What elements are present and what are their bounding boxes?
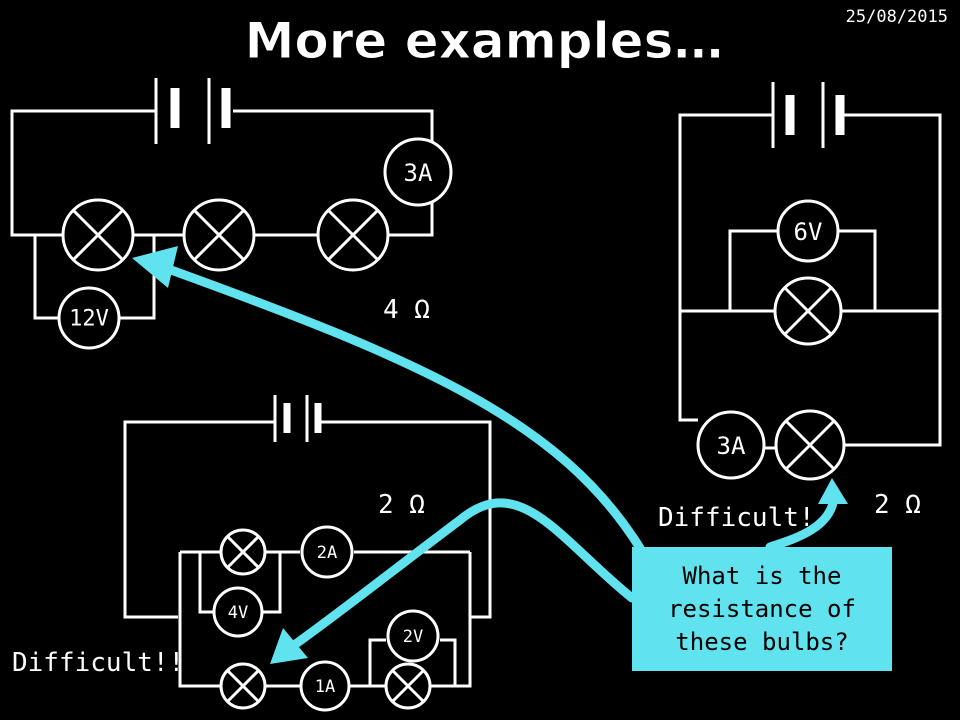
- bulb-symbol: [219, 662, 267, 710]
- battery-symbol: [771, 82, 845, 148]
- battery-symbol: [273, 395, 322, 442]
- circuit-c-voltmeter-right-label: 2V: [403, 627, 423, 647]
- slide-date: 25/08/2015: [846, 7, 948, 27]
- circuit-b-voltmeter-label: 6V: [794, 218, 823, 246]
- circuit-b-wire-left: [678, 113, 773, 422]
- question-text: What is the resistance of these bulbs?: [668, 561, 856, 656]
- circuit-a-voltmeter-label: 12V: [69, 307, 109, 332]
- battery-symbol: [154, 78, 231, 144]
- circuit-c-ammeter-top-label: 2A: [317, 543, 337, 563]
- voltmeter-symbol: 12V: [57, 286, 121, 350]
- bulb-symbol: [773, 276, 843, 346]
- bulb-symbol: [219, 528, 267, 576]
- voltmeter-symbol: 4V: [212, 586, 264, 638]
- circuit-a-voltmeter-wire-left: [33, 235, 62, 320]
- circuit-c-ammeter-bottom-label: 1A: [315, 677, 335, 697]
- circuit-c-voltmeter-left-wire-a: [198, 552, 214, 614]
- slide-title: More examples…: [245, 12, 724, 70]
- circuit-b-ammeter-label: 3A: [717, 432, 746, 460]
- circuit-c-difficulty: Difficult!!: [12, 648, 184, 678]
- circuit-b-resistance-label: 2 Ω: [874, 490, 921, 520]
- circuit-b-voltmeter-wire-left: [728, 229, 778, 311]
- bulb-symbol: [384, 662, 432, 710]
- circuit-b-wire-right: [837, 113, 942, 447]
- pointer-arrows: [132, 246, 848, 664]
- circuit-a: 3A 12V 4 Ω: [10, 78, 453, 350]
- voltmeter-symbol: 2V: [386, 609, 440, 663]
- circuit-c-rail-right: [430, 552, 472, 688]
- circuit-c-wire-left: [123, 420, 275, 619]
- ammeter-symbol: 2A: [300, 525, 354, 579]
- circuit-a-wire-top-right: [233, 109, 434, 145]
- ammeter-symbol: 3A: [696, 410, 766, 480]
- circuit-c-rail-left: [178, 552, 220, 688]
- bulb-symbol: [774, 409, 846, 481]
- circuit-c-voltmeter-left-wire-b: [262, 552, 282, 614]
- circuit-b: 6V 3A 2 Ω Difficult!: [658, 82, 942, 533]
- circuit-c-resistance-label: 2 Ω: [378, 490, 425, 520]
- bulb-symbol: [316, 198, 390, 272]
- bulb-symbol: [61, 198, 135, 272]
- circuit-c-voltmeter-right-wire-b: [440, 638, 457, 686]
- ammeter-symbol: 3A: [383, 137, 453, 207]
- arrowhead-circuit-b: [818, 478, 848, 504]
- arrowhead-circuit-c: [270, 628, 308, 664]
- voltmeter-symbol: 6V: [776, 199, 840, 263]
- arrowhead-circuit-a: [132, 246, 178, 288]
- circuit-a-resistance-label: 4 Ω: [383, 295, 430, 325]
- arrow-to-circuit-a-bulb: [155, 261, 645, 553]
- circuit-a-ammeter-label: 3A: [404, 159, 433, 187]
- circuit-c-voltmeter-right-wire-a: [368, 638, 386, 686]
- circuit-b-voltmeter-wire-right: [838, 229, 877, 311]
- circuit-b-difficulty: Difficult!: [658, 503, 815, 533]
- bulb-symbol: [182, 198, 256, 272]
- circuit-c-voltmeter-left-label: 4V: [228, 603, 248, 623]
- question-box: What is the resistance of these bulbs?: [632, 547, 892, 671]
- circuit-a-wire-left: [10, 109, 156, 237]
- circuit-c: 2A 4V 2V 1A 2 Ω Difficult!!: [12, 395, 492, 712]
- arrow-to-circuit-c-bulb: [285, 498, 637, 653]
- arrow-to-circuit-b-bulb: [765, 493, 839, 552]
- ammeter-symbol: 1A: [299, 660, 351, 712]
- circuit-c-wire-right: [318, 420, 492, 619]
- circuit-a-wire-right: [388, 199, 434, 237]
